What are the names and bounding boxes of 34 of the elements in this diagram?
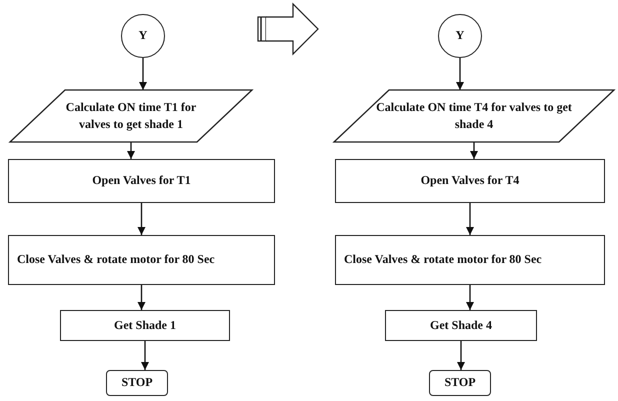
terminator-box — [106, 370, 168, 396]
process-box — [8, 235, 275, 285]
node-label: Y — [138, 27, 148, 44]
node-label: Calculate ON time T4 for valves to get shade 4 — [375, 98, 573, 133]
node-label: Close Valves & rotate motor for 80 Sec — [17, 251, 215, 268]
arrow — [470, 142, 478, 159]
process-box — [335, 235, 605, 285]
terminator-box — [429, 370, 491, 396]
arrow — [456, 58, 464, 90]
arrow — [139, 58, 147, 90]
node-label: Get Shade 1 — [114, 316, 176, 334]
process-box — [8, 159, 275, 203]
node-label: Open Valves for T1 — [92, 172, 191, 190]
arrow — [466, 203, 474, 235]
arrow — [138, 285, 146, 310]
node-label: Close Valves & rotate motor for 80 Sec — [344, 251, 542, 268]
connector-circle — [121, 14, 165, 58]
node-label: Calculate ON time T1 for valves to get shade 1 — [64, 98, 198, 133]
process-box — [60, 310, 230, 341]
process-box — [385, 310, 537, 341]
node-label: Get Shade 4 — [430, 316, 492, 334]
arrow — [466, 285, 474, 310]
arrow — [138, 203, 146, 235]
connector-circle — [438, 14, 482, 58]
arrow — [127, 142, 135, 159]
arrow — [141, 341, 149, 370]
node-label: STOP — [121, 374, 153, 392]
node-label: Open Valves for T4 — [420, 172, 520, 190]
input-output-parallelogram — [10, 90, 252, 142]
node-label: Y — [456, 27, 464, 44]
node-label: STOP — [444, 374, 476, 392]
arrow — [457, 341, 465, 370]
process-box — [335, 159, 605, 203]
input-output-parallelogram — [334, 90, 614, 142]
